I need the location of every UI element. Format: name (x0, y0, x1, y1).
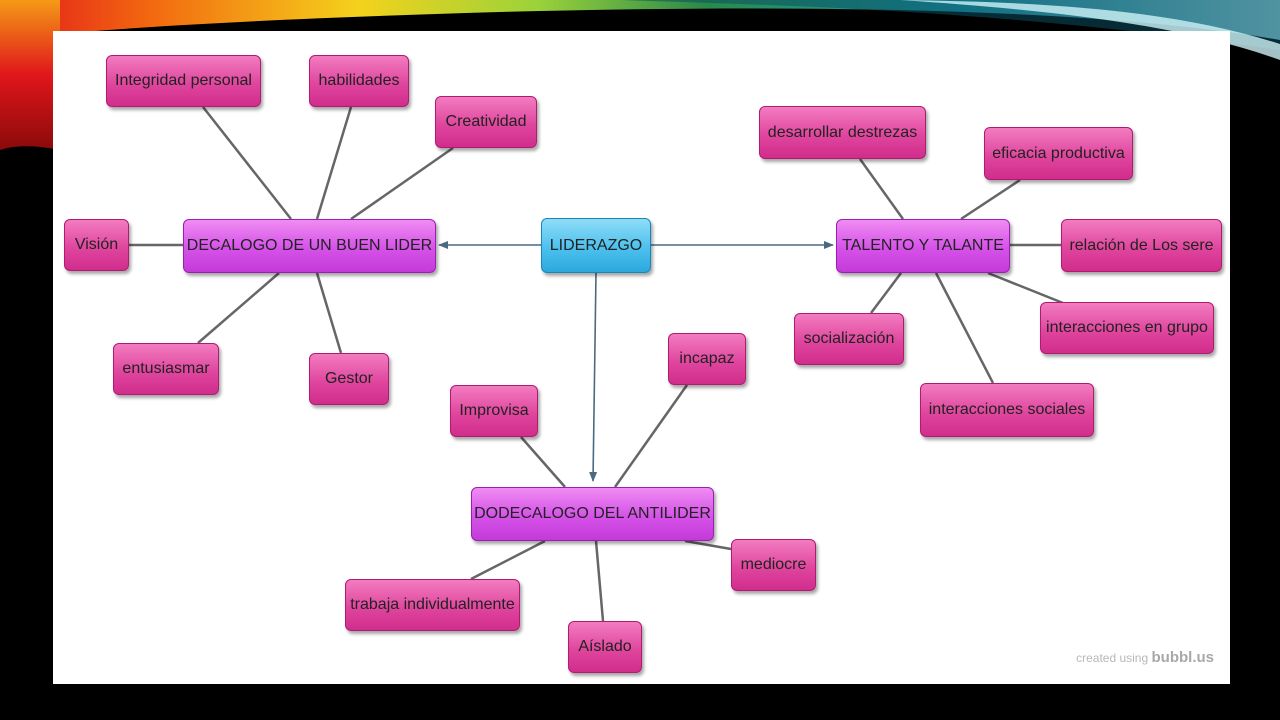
node-talento[interactable]: TALENTO Y TALANTE (836, 219, 1010, 273)
link-gestor (315, 272, 343, 354)
node-integridad-personal[interactable]: Integridad personal (106, 55, 261, 107)
link-grupo (987, 271, 1064, 305)
node-liderazgo[interactable]: LIDERAZGO (541, 218, 651, 273)
node-mediocre[interactable]: mediocre (731, 539, 816, 591)
arrow-to-antilider (589, 272, 598, 482)
mind-map-canvas: LIDERAZGO DECALOGO DE UN BUEN LIDER TALE… (53, 31, 1230, 684)
link-desarrollar (858, 158, 905, 220)
link-trabaja (470, 539, 546, 581)
decorative-swoosh-banner (0, 0, 1280, 150)
link-aislado (594, 540, 605, 622)
node-eficacia-productiva[interactable]: eficacia productiva (984, 127, 1133, 180)
node-antilider[interactable]: DODECALOGO DEL ANTILIDER (471, 487, 714, 541)
node-improvisa[interactable]: Improvisa (450, 385, 538, 437)
node-desarrollar-destrezas[interactable]: desarrollar destrezas (759, 106, 926, 159)
node-entusiasmar[interactable]: entusiasmar (113, 343, 219, 395)
node-decalogo[interactable]: DECALOGO DE UN BUEN LIDER (183, 219, 436, 273)
node-creatividad[interactable]: Creatividad (435, 96, 537, 148)
link-integridad (202, 106, 292, 220)
node-relacion-de-los-sere[interactable]: relación de Los sere (1061, 219, 1222, 272)
node-habilidades[interactable]: habilidades (309, 55, 409, 107)
link-sociales (934, 272, 995, 384)
bubblus-watermark: created using bubbl.us (1076, 649, 1214, 666)
link-creatividad (350, 146, 454, 221)
link-eficacia (960, 178, 1021, 221)
link-improvisa (520, 436, 566, 488)
link-incapaz (613, 384, 689, 488)
node-incapaz[interactable]: incapaz (668, 333, 746, 385)
connector-lines (129, 106, 1064, 622)
link-entusiasmar (197, 272, 280, 344)
node-trabaja-individualmente[interactable]: trabaja individualmente (345, 579, 520, 631)
link-socializacion (870, 272, 902, 314)
watermark-prefix: created using (1076, 651, 1149, 665)
node-interacciones-sociales[interactable]: interacciones sociales (920, 383, 1094, 437)
watermark-brand: bubbl.us (1151, 649, 1215, 666)
link-mediocre (684, 539, 732, 551)
node-interacciones-en-grupo[interactable]: interacciones en grupo (1040, 302, 1214, 354)
node-gestor[interactable]: Gestor (309, 353, 389, 405)
node-aislado[interactable]: Aíslado (568, 621, 642, 673)
node-socializacion[interactable]: socialización (794, 313, 904, 365)
link-habilidades (315, 106, 353, 220)
node-vision[interactable]: Visión (64, 219, 129, 271)
